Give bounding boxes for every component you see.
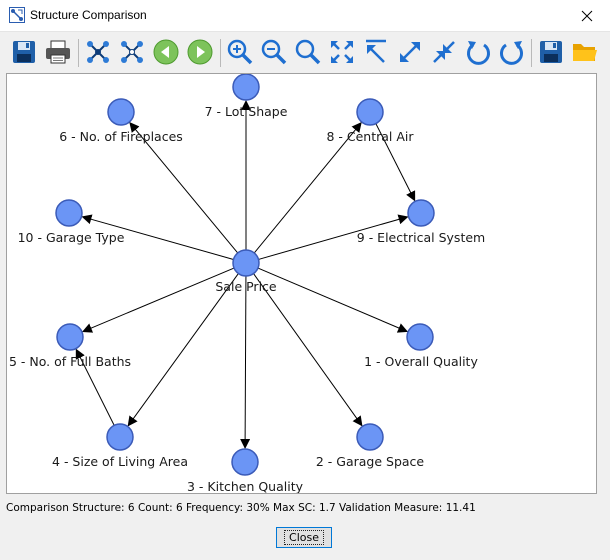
- rotate-left-icon: [467, 41, 490, 65]
- node-circle[interactable]: [356, 423, 384, 451]
- back-button[interactable]: [150, 36, 182, 68]
- rotate-left-button[interactable]: [462, 36, 494, 68]
- edge-sale-n9: [258, 214, 409, 260]
- edge-sale-n1: [257, 267, 409, 333]
- magnifier-icon: [295, 39, 321, 65]
- node-label: 9 - Electrical System: [357, 230, 485, 245]
- fit-arrows-icon: [331, 41, 353, 63]
- edge-sale-n6: [129, 122, 239, 254]
- node-circle[interactable]: [232, 74, 260, 101]
- node-label: 7 - Lot Shape: [205, 104, 288, 119]
- zoom-button[interactable]: [292, 36, 324, 68]
- status-text: Comparison Structure: 6 Count: 6 Frequen…: [6, 502, 476, 514]
- collapse-icon: [433, 41, 455, 63]
- graph-node-sale[interactable]: Sale Price: [215, 249, 277, 294]
- edge-sale-n8: [253, 122, 362, 254]
- close-button-label: Close: [284, 530, 324, 545]
- node-circle[interactable]: [55, 199, 83, 227]
- edge-sale-n2: [253, 273, 363, 427]
- title-bar: Structure Comparison: [0, 0, 610, 32]
- graph-node-n6[interactable]: 6 - No. of Fireplaces: [59, 98, 183, 144]
- save-button[interactable]: [535, 36, 567, 68]
- node-circle[interactable]: [232, 249, 260, 277]
- node-label: 8 - Central Air: [326, 129, 414, 144]
- edge-sale-n5: [81, 267, 235, 333]
- node-label: 10 - Garage Type: [18, 230, 125, 245]
- window-title: Structure Comparison: [30, 8, 147, 22]
- node-label: 3 - Kitchen Quality: [187, 479, 304, 494]
- graph-nodes-alt-icon: [121, 41, 143, 63]
- window-close-button[interactable]: [564, 0, 610, 31]
- structure-graph: Sale Price 7 - Lot Shape 6 - No. of Firepl…: [9, 74, 485, 494]
- graph-node-n10[interactable]: 10 - Garage Type: [18, 199, 125, 245]
- node-circle[interactable]: [406, 323, 434, 351]
- toolbar: [0, 33, 610, 73]
- node-label: 2 - Garage Space: [316, 454, 425, 469]
- app-icon: [9, 7, 25, 23]
- node-label: Sale Price: [215, 279, 277, 294]
- node-circle[interactable]: [356, 98, 384, 126]
- forward-button[interactable]: [184, 36, 216, 68]
- node-circle[interactable]: [56, 323, 84, 351]
- graph-node-n3[interactable]: 3 - Kitchen Quality: [187, 448, 304, 494]
- print-button[interactable]: [42, 36, 74, 68]
- green-arrow-right-icon: [187, 39, 213, 65]
- fit-to-window-button[interactable]: [326, 36, 358, 68]
- node-circle[interactable]: [407, 199, 435, 227]
- node-label: 4 - Size of Living Area: [52, 454, 188, 469]
- collapse-button[interactable]: [428, 36, 460, 68]
- node-circle[interactable]: [231, 448, 259, 476]
- expand-icon: [400, 42, 420, 62]
- graph-node-n5[interactable]: 5 - No. of Full Baths: [9, 323, 131, 369]
- graph-node-n2[interactable]: 2 - Garage Space: [316, 423, 425, 469]
- top-left-button[interactable]: [360, 36, 392, 68]
- save-image-button[interactable]: [8, 36, 40, 68]
- rotate-right-button[interactable]: [496, 36, 528, 68]
- expand-button[interactable]: [394, 36, 426, 68]
- graph-node-n7[interactable]: 7 - Lot Shape: [205, 74, 288, 119]
- zoom-in-button[interactable]: [224, 36, 256, 68]
- layout-graph-alt-button[interactable]: [116, 36, 148, 68]
- graph-node-n8[interactable]: 8 - Central Air: [326, 98, 414, 144]
- close-icon: [581, 10, 593, 21]
- node-label: 5 - No. of Full Baths: [9, 354, 131, 369]
- green-arrow-left-icon: [153, 39, 179, 65]
- node-circle[interactable]: [107, 98, 135, 126]
- layout-graph-button[interactable]: [82, 36, 114, 68]
- graph-node-n4[interactable]: 4 - Size of Living Area: [52, 423, 188, 469]
- arrow-top-left-icon: [366, 39, 386, 63]
- edge-sale-n3: [240, 275, 251, 450]
- folder-icon: [573, 44, 597, 61]
- edge-sale-n4: [127, 273, 239, 427]
- zoom-out-icon: [261, 39, 287, 65]
- graph-node-n9[interactable]: 9 - Electrical System: [357, 199, 485, 245]
- node-circle[interactable]: [106, 423, 134, 451]
- printer-icon: [46, 40, 70, 64]
- open-folder-button[interactable]: [569, 36, 601, 68]
- node-label: 1 - Overall Quality: [364, 354, 478, 369]
- edge-sale-n10: [81, 214, 234, 260]
- edge-n8-n9: [375, 123, 416, 202]
- graph-node-n1[interactable]: 1 - Overall Quality: [364, 323, 478, 369]
- rotate-right-icon: [500, 41, 523, 65]
- floppy-disk-icon: [13, 41, 35, 63]
- zoom-out-button[interactable]: [258, 36, 290, 68]
- edge-n4-n5: [75, 348, 115, 426]
- zoom-in-icon: [227, 39, 253, 65]
- graph-nodes-icon: [87, 41, 109, 63]
- node-label: 6 - No. of Fireplaces: [59, 129, 183, 144]
- floppy-disk-icon: [540, 41, 562, 63]
- close-button[interactable]: Close: [276, 527, 332, 548]
- graph-canvas[interactable]: Sale Price 7 - Lot Shape 6 - No. of Firepl…: [6, 73, 597, 494]
